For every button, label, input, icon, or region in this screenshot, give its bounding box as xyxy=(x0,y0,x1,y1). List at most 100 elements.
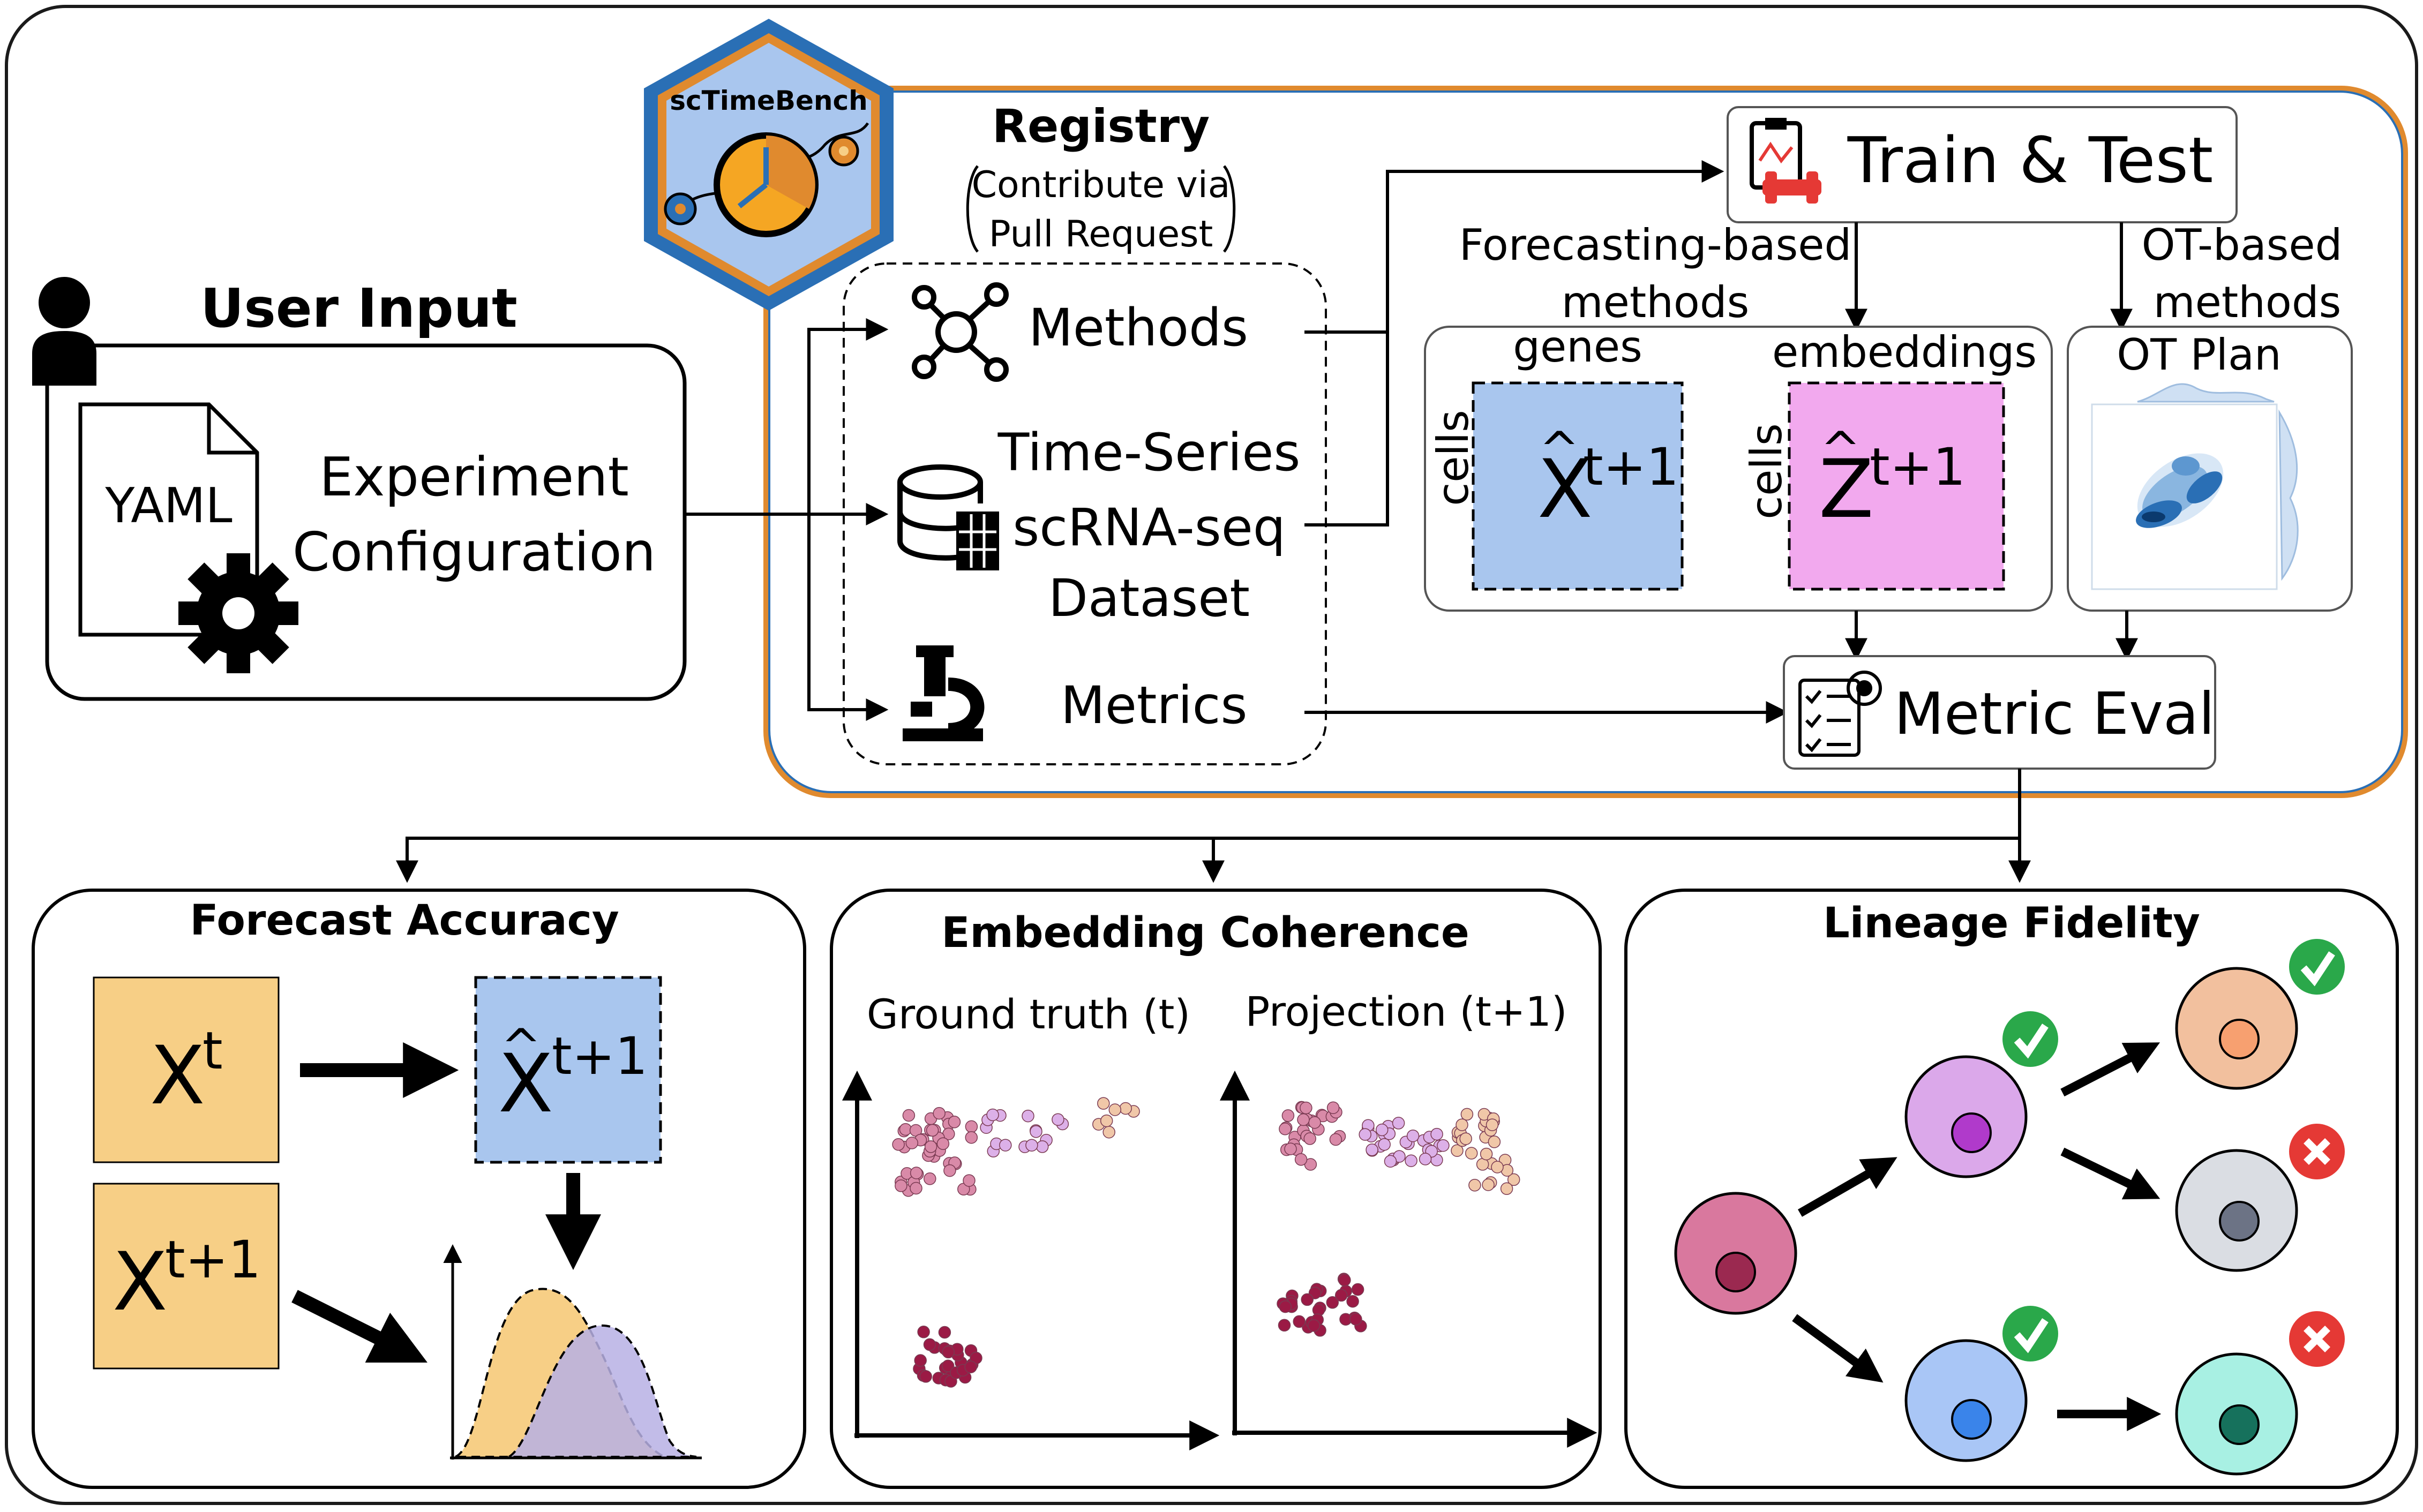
genes-label: genes xyxy=(1513,322,1642,372)
cell-teal xyxy=(2175,1352,2298,1476)
ground-truth-scatter xyxy=(892,1097,1140,1388)
scatter-point xyxy=(1405,1154,1417,1167)
registry-metrics: Metrics xyxy=(1061,675,1247,735)
user-input-title: User Input xyxy=(200,277,517,340)
scatter-point xyxy=(1460,1108,1474,1121)
embedding-title: Embedding Coherence xyxy=(941,909,1469,957)
scatter-point xyxy=(1359,1128,1371,1141)
scatter-point xyxy=(910,1167,923,1179)
microscope-icon xyxy=(903,645,985,741)
gene-matrix-hat: ^ xyxy=(1539,422,1579,478)
scatter-point xyxy=(1419,1153,1432,1165)
forecasting-label-line1: Forecasting-based xyxy=(1459,220,1852,270)
scatter-point xyxy=(1326,1296,1339,1309)
scatter-point xyxy=(1437,1139,1450,1152)
scatter-point xyxy=(1308,1116,1321,1129)
density-plot xyxy=(443,1244,702,1460)
scatter-point xyxy=(1097,1097,1110,1110)
scatter-point xyxy=(1301,1293,1314,1306)
scatter-point xyxy=(1100,1114,1113,1127)
scatter-point xyxy=(1482,1178,1495,1191)
xt-box xyxy=(93,976,280,1163)
forecast-panel xyxy=(32,889,806,1489)
scatter-point xyxy=(1303,1132,1316,1145)
scatter-point xyxy=(1486,1118,1499,1131)
scatter-point xyxy=(986,1108,999,1122)
scatter-point xyxy=(1284,1142,1297,1155)
database-icon xyxy=(897,464,999,570)
scatter-point xyxy=(1451,1144,1464,1157)
ot-label-line2: methods xyxy=(2154,277,2342,327)
train-icon xyxy=(1750,118,1821,204)
cell-gray xyxy=(2175,1149,2298,1272)
scatter-point xyxy=(1392,1117,1405,1130)
scatter-point xyxy=(1500,1182,1513,1195)
sctimebench-logo: scTimeBench xyxy=(644,19,894,311)
cross-badge-teal xyxy=(2289,1311,2345,1367)
scatter-point xyxy=(938,1326,951,1339)
scatter-point xyxy=(1465,1147,1478,1160)
yaml-label: YAML xyxy=(104,478,232,534)
logo-text: scTimeBench xyxy=(670,85,868,116)
scatter-point xyxy=(926,1124,939,1137)
xhat-box xyxy=(474,976,662,1164)
metric-eval-label: Metric Eval xyxy=(1894,681,2215,748)
scatter-point xyxy=(910,1182,922,1195)
embed-matrix-hat: ^ xyxy=(1820,422,1861,478)
scatter-point xyxy=(1293,1315,1306,1328)
registry-methods: Methods xyxy=(1029,298,1248,358)
scatter-point xyxy=(1491,1161,1504,1174)
metric-eval-box xyxy=(1783,655,2216,770)
ot-label-line1: OT-based xyxy=(2142,220,2343,270)
scatter-point xyxy=(1278,1319,1291,1332)
registry-dataset-line1: Time-Series xyxy=(997,423,1301,483)
gene-matrix-box xyxy=(1472,381,1684,591)
embedding-panel xyxy=(830,889,1602,1489)
train-test-label: Train & Test xyxy=(1847,123,2214,197)
scatter-point xyxy=(941,1359,955,1373)
train-test-box xyxy=(1727,106,2238,223)
ot-plan-label: OT Plan xyxy=(2117,330,2281,380)
lineage-title: Lineage Fidelity xyxy=(1823,899,2200,947)
config-line1: Experiment xyxy=(319,446,629,508)
registry-title: Registry xyxy=(992,100,1210,153)
scatter-point xyxy=(1294,1153,1308,1166)
xt-base: X xyxy=(150,1029,205,1123)
user-icon xyxy=(32,277,96,386)
scatter-point xyxy=(1351,1283,1364,1296)
scatter-point xyxy=(924,1140,937,1153)
embed-matrix-sup: t+1 xyxy=(1870,437,1966,497)
cell-root xyxy=(1674,1192,1797,1315)
scatter-point xyxy=(1281,1109,1295,1122)
scatter-point xyxy=(1459,1132,1472,1145)
xt1-box xyxy=(93,1183,280,1370)
registry-note-line1: Contribute via xyxy=(972,164,1231,206)
scatter-point xyxy=(933,1107,946,1120)
ground-truth-label: Ground truth (t) xyxy=(867,990,1190,1038)
scatter-point xyxy=(1297,1113,1310,1126)
cells-label-genes: cells xyxy=(1428,410,1478,506)
scatter-point xyxy=(1488,1135,1501,1148)
scatter-point xyxy=(895,1179,907,1192)
registry-container xyxy=(763,86,2408,798)
scatter-point xyxy=(1279,1123,1292,1135)
scatter-point xyxy=(892,1138,905,1151)
scatter-point xyxy=(1329,1133,1342,1146)
scatter-point xyxy=(1300,1101,1312,1115)
lineage-panel xyxy=(1624,889,2399,1489)
projection-label: Projection (t+1) xyxy=(1245,988,1567,1035)
outer-frame xyxy=(5,5,2418,1505)
scatter-point xyxy=(1346,1295,1359,1308)
scatter-point xyxy=(902,1109,916,1122)
scatter-point xyxy=(1468,1179,1481,1192)
scatter-point xyxy=(1307,1319,1321,1332)
xhat-sup: t+1 xyxy=(552,1026,648,1086)
registry-dataset-line3: Dataset xyxy=(1048,568,1250,628)
forecasting-label-line2: methods xyxy=(1562,277,1750,327)
scatter-point xyxy=(1375,1123,1389,1137)
registry-list-box xyxy=(843,262,1327,765)
gene-matrix-x: X xyxy=(1537,443,1593,536)
scatter-point xyxy=(1119,1102,1132,1115)
scatter-point xyxy=(923,1338,936,1351)
